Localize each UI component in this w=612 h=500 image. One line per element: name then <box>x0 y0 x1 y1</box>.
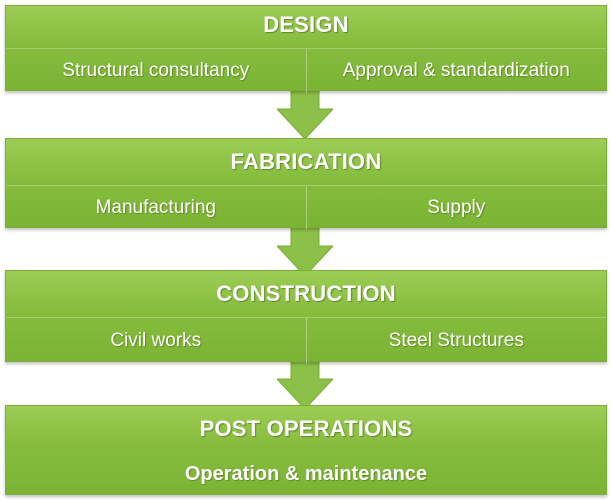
stage-title: DESIGN <box>263 12 349 37</box>
stage-item-operation-maintenance: Operation & maintenance <box>184 463 428 485</box>
stage-item-supply: Supply <box>305 186 607 230</box>
stage-construction: CONSTRUCTION Civil works Steel Structure… <box>5 270 607 364</box>
stage-items: Civil works Steel Structures <box>6 317 606 364</box>
stage-item-approval-standardization: Approval & standardization <box>305 49 607 93</box>
stage-fabrication: FABRICATION Manufacturing Supply <box>5 138 607 230</box>
stage-design: DESIGN Structural consultancy Approval &… <box>5 5 607 93</box>
stage-item-manufacturing: Manufacturing <box>95 197 216 218</box>
down-arrow-2-icon <box>277 224 333 276</box>
stage-item-civil-works: Civil works <box>110 330 202 351</box>
stage-item-steel-structures: Steel Structures <box>305 318 607 364</box>
stage-title: CONSTRUCTION <box>216 281 396 306</box>
stage-items: Operation & maintenance <box>6 452 606 496</box>
stage-item-structural-consultancy: Structural consultancy <box>62 60 250 81</box>
stage-title: FABRICATION <box>230 149 382 174</box>
down-arrow-3-icon <box>277 357 333 409</box>
stage-items: Structural consultancy Approval & standa… <box>6 48 606 93</box>
down-arrow-1-icon <box>277 87 333 139</box>
stage-items: Manufacturing Supply <box>6 185 606 230</box>
process-flow-diagram: DESIGN Structural consultancy Approval &… <box>5 5 607 495</box>
stage-title: POST OPERATIONS <box>199 416 413 441</box>
stage-post-operations: POST OPERATIONS Operation & maintenance <box>5 405 607 495</box>
